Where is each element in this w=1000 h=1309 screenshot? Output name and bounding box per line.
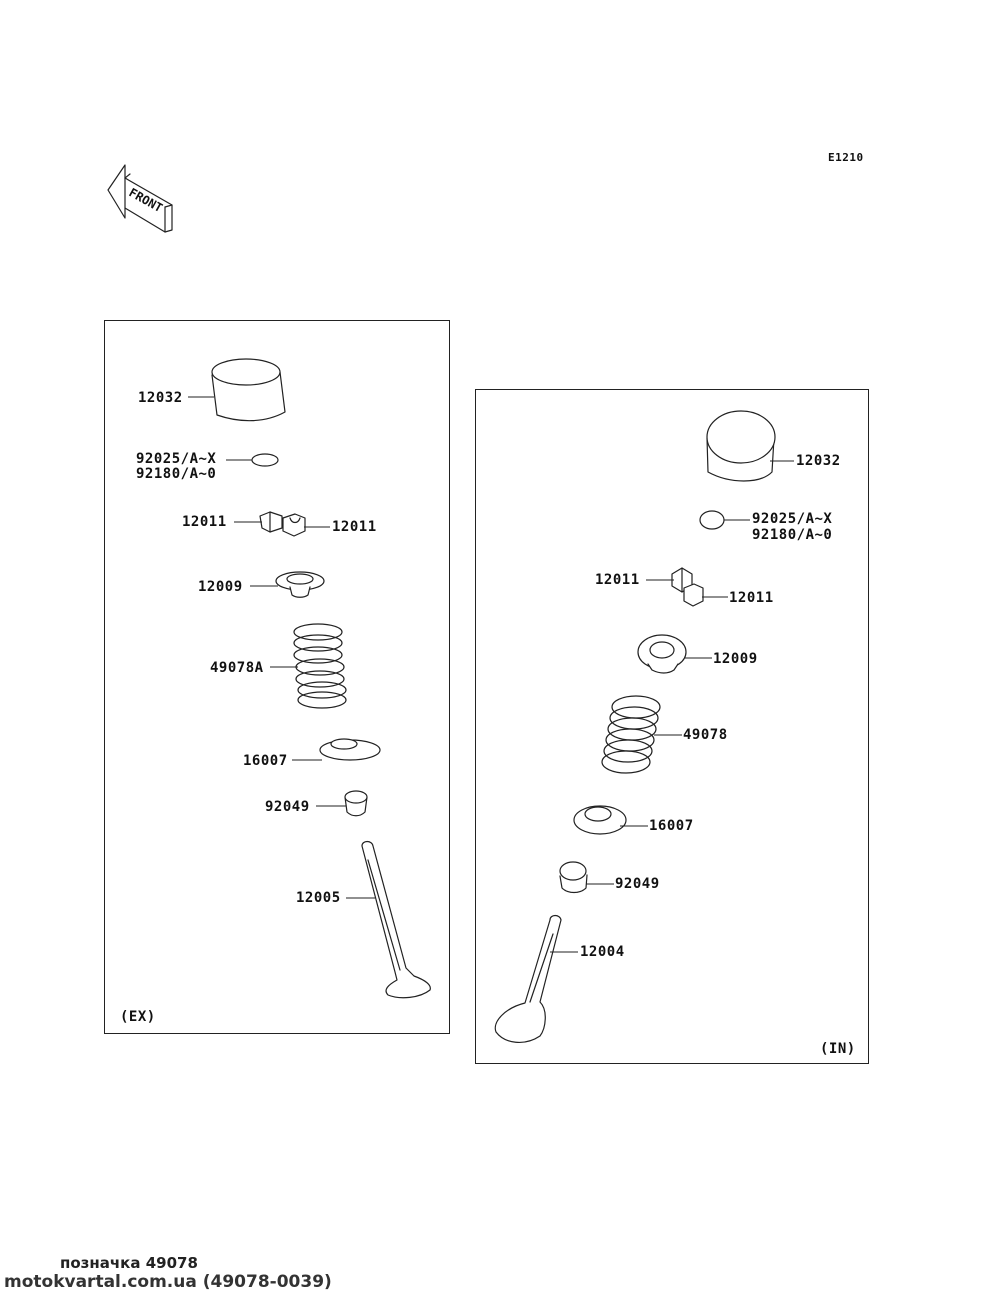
in-valve-drawing <box>494 914 562 1043</box>
in-spring-label: 49078 <box>683 727 728 743</box>
ex-cotter-left-label: 12011 <box>182 514 227 530</box>
ex-stem-seal-drawing <box>344 790 368 817</box>
in-shim-label-a: 92025/A~X <box>752 511 833 527</box>
footer-caption: позначка 49078 <box>60 1254 198 1272</box>
ex-valve-label: 12005 <box>296 890 341 906</box>
in-tappet-drawing <box>706 410 776 482</box>
in-spring-seat-label: 16007 <box>649 818 694 834</box>
ex-tappet-label: 12032 <box>138 390 183 406</box>
ex-retainer-drawing <box>275 571 325 598</box>
in-cotter-right-label: 12011 <box>729 590 774 606</box>
ex-stem-seal-label: 92049 <box>265 799 310 815</box>
in-valve-label: 12004 <box>580 944 625 960</box>
ex-tappet-drawing <box>211 358 286 422</box>
in-cotter-left-label: 12011 <box>595 572 640 588</box>
in-cotters-drawing <box>671 567 704 607</box>
ex-spring-seat-label: 16007 <box>243 753 288 769</box>
ex-cotters-drawing <box>259 511 306 537</box>
in-retainer-drawing <box>637 634 687 674</box>
in-section-label: (IN) <box>820 1041 856 1057</box>
leader-lines <box>188 396 794 953</box>
front-arrow-icon <box>107 164 173 233</box>
ex-spring-seat-drawing <box>319 738 381 761</box>
ex-section-label: (EX) <box>120 1009 156 1025</box>
ex-shim-label-a: 92025/A~X <box>136 451 217 467</box>
ex-spring-label: 49078A <box>210 660 264 676</box>
in-spring-drawing <box>601 695 661 774</box>
ex-shim-label-b: 92180/A~0 <box>136 466 217 482</box>
in-shim-drawing <box>699 510 725 530</box>
in-retainer-label: 12009 <box>713 651 758 667</box>
in-tappet-label: 12032 <box>796 453 841 469</box>
ex-cotter-right-label: 12011 <box>332 519 377 535</box>
ex-spring-drawing <box>293 623 347 709</box>
footer-watermark: motokvartal.com.ua (49078-0039) <box>4 1272 332 1292</box>
ex-valve-drawing <box>361 840 431 999</box>
in-stem-seal-label: 92049 <box>615 876 660 892</box>
ex-shim-drawing <box>251 453 279 467</box>
diagram-code: E1210 <box>828 151 864 164</box>
intake-panel <box>475 389 869 1064</box>
in-shim-label-b: 92180/A~0 <box>752 527 833 543</box>
in-stem-seal-drawing <box>559 861 588 894</box>
exhaust-panel <box>104 320 450 1034</box>
in-spring-seat-drawing <box>573 805 627 835</box>
ex-retainer-label: 12009 <box>198 579 243 595</box>
